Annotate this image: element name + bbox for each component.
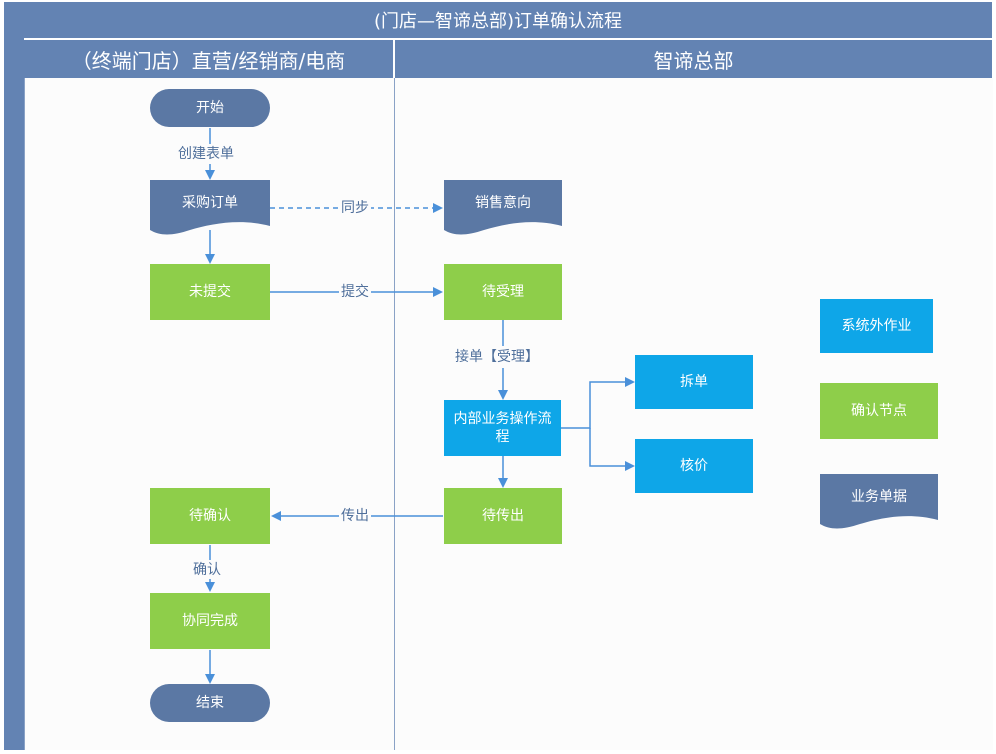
sales-intent-doc-shape bbox=[444, 180, 562, 235]
legend-doc-shape bbox=[820, 474, 938, 529]
purchase-order-label: 采购订单 bbox=[182, 195, 238, 211]
edge-label-create-form: 创建表单 bbox=[176, 145, 236, 163]
left-band bbox=[4, 38, 24, 750]
pricing-node: 核价 bbox=[635, 439, 753, 493]
edge-label-submit: 提交 bbox=[339, 283, 371, 301]
pending-confirm-node: 待确认 bbox=[150, 488, 270, 544]
edge-label-confirm: 确认 bbox=[191, 561, 223, 579]
lane-header-stores: （终端门店）直营/经销商/电商 bbox=[24, 40, 393, 78]
pending-accept-node: 待受理 bbox=[444, 264, 562, 320]
end-node: 结束 bbox=[150, 684, 270, 722]
not-submitted-node: 未提交 bbox=[150, 264, 270, 320]
pending-export-node: 待传出 bbox=[444, 488, 562, 544]
lane-header-hq: 智谛总部 bbox=[395, 40, 992, 78]
completed-node: 协同完成 bbox=[150, 593, 270, 649]
arrow-to-pricing bbox=[589, 428, 635, 471]
edge-label-sync: 同步 bbox=[339, 199, 371, 217]
legend-business-doc-label: 业务单据 bbox=[851, 489, 907, 505]
arrow-to-split bbox=[561, 377, 635, 429]
legend-confirm-node: 确认节点 bbox=[820, 383, 938, 439]
sales-intent-label: 销售意向 bbox=[475, 195, 531, 211]
edge-label-export: 传出 bbox=[339, 507, 371, 525]
start-node: 开始 bbox=[150, 89, 270, 127]
diagram-title: (门店—智谛总部)订单确认流程 bbox=[4, 2, 992, 38]
edge-label-accept-order: 接单【受理】 bbox=[453, 348, 541, 366]
split-order-node: 拆单 bbox=[635, 355, 753, 409]
internal-process-node: 内部业务操作流程 bbox=[444, 400, 561, 456]
legend-external: 系统外作业 bbox=[820, 299, 933, 353]
purchase-order-doc-shape bbox=[150, 180, 270, 235]
